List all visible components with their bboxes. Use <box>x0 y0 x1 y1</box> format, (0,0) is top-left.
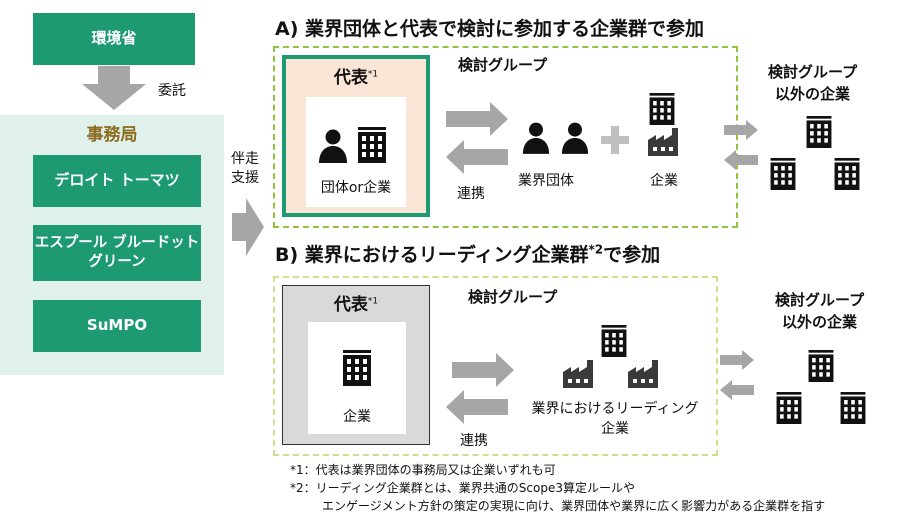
right-arrow-icon <box>724 120 758 140</box>
right-arrow-icon <box>446 102 508 136</box>
org-sumpo-label: SuMPO <box>86 316 148 335</box>
entrust-arrow-icon <box>82 66 146 110</box>
org-sumpo-box: SuMPO <box>33 300 201 352</box>
rep-a-sup: *1 <box>367 69 379 80</box>
section-b-title-suffix: で参加 <box>603 244 661 266</box>
link-b-label: 連携 <box>460 433 488 449</box>
footnote-2: *2：リーディング企業群とは、業界共通のScope3算定ルールや <box>290 481 635 495</box>
building-icon <box>356 127 388 163</box>
factory-icon <box>628 360 662 388</box>
others-a-line-1: 検討グループ <box>768 63 858 81</box>
others-b-line-2: 以外の企業 <box>782 312 858 331</box>
association-label: 業界団体 <box>518 173 574 189</box>
others-b-line-1: 検討グループ <box>775 291 865 309</box>
others-a-label: 検討グループ 以外の企業 <box>768 62 857 106</box>
leading-line-2: 企業 <box>601 420 629 437</box>
company-label: 企業 <box>650 173 678 189</box>
rep-b-label: 代表 <box>333 295 368 315</box>
rep-b-sup: *1 <box>367 296 379 307</box>
rep-b-box: 代表*1 企業 <box>282 285 430 445</box>
building-icon <box>804 116 834 148</box>
building-icon <box>599 325 629 357</box>
others-b-label: 検討グループ 以外の企業 <box>775 290 864 334</box>
org-deloitte-label: デロイト トーマツ <box>54 171 180 190</box>
leading-label: 業界におけるリーディング 企業 <box>520 400 710 439</box>
rep-a-label: 代表 <box>333 68 368 88</box>
link-a-label: 連携 <box>457 186 485 202</box>
entrust-label: 委託 <box>158 83 186 99</box>
left-arrow-icon <box>446 390 508 424</box>
group-a-label: 検討グループ <box>458 56 548 74</box>
section-b-title-sup: *2 <box>588 242 604 257</box>
org-espool-label: エスプール ブルードット グリーン <box>34 235 200 270</box>
factory-icon <box>648 128 682 156</box>
section-b-group-box <box>273 276 718 456</box>
person-icon <box>561 122 589 154</box>
section-b-title-main: B) 業界におけるリーディング企業群 <box>275 244 589 266</box>
ministry-box: 環境省 <box>33 13 195 65</box>
right-arrow-icon <box>452 353 514 387</box>
support-arrow-icon <box>232 198 264 256</box>
ministry-label: 環境省 <box>91 29 137 48</box>
org-deloitte-box: デロイト トーマツ <box>33 155 201 207</box>
factory-icon <box>563 360 597 388</box>
right-arrow-icon <box>720 350 754 370</box>
footnote-2-cont: エンゲージメント方針の策定の実現に向け、業界団体や業界に広く影響力がある企業群を… <box>322 499 826 513</box>
secretariat-title: 事務局 <box>86 125 138 145</box>
others-a-line-2: 以外の企業 <box>775 84 851 103</box>
left-arrow-icon <box>724 150 758 170</box>
leading-line-1: 業界におけるリーディング <box>531 401 699 417</box>
rep-a-box: 代表*1 団体or企業 <box>282 55 430 217</box>
rep-a-caption: 団体or企業 <box>320 180 392 196</box>
section-a-group-box <box>273 46 738 228</box>
rep-b-caption: 企業 <box>343 409 371 425</box>
building-icon <box>806 350 836 382</box>
support-label: 伴走 支援 <box>231 150 259 188</box>
person-icon <box>522 122 550 154</box>
building-icon <box>647 93 677 125</box>
left-arrow-icon <box>720 380 754 400</box>
building-icon <box>832 158 862 190</box>
footnote-1: *1：代表は業界団体の事務局又は企業いずれも可 <box>290 463 556 477</box>
support-line-2: 支援 <box>231 169 259 186</box>
support-line-1: 伴走 <box>231 151 259 167</box>
building-icon <box>774 392 804 424</box>
left-arrow-icon <box>446 140 508 174</box>
building-icon <box>768 158 798 190</box>
group-b-label: 検討グループ <box>468 288 558 306</box>
org-espool-box: エスプール ブルードット グリーン <box>33 225 201 281</box>
person-icon <box>318 129 348 163</box>
building-icon <box>838 392 868 424</box>
section-b-title: B) 業界におけるリーディング企業群*2で参加 <box>275 240 660 267</box>
building-icon <box>341 350 373 386</box>
plus-icon <box>601 126 629 154</box>
section-a-title: A) 業界団体と代表で検討に参加する企業群で参加 <box>275 18 705 40</box>
